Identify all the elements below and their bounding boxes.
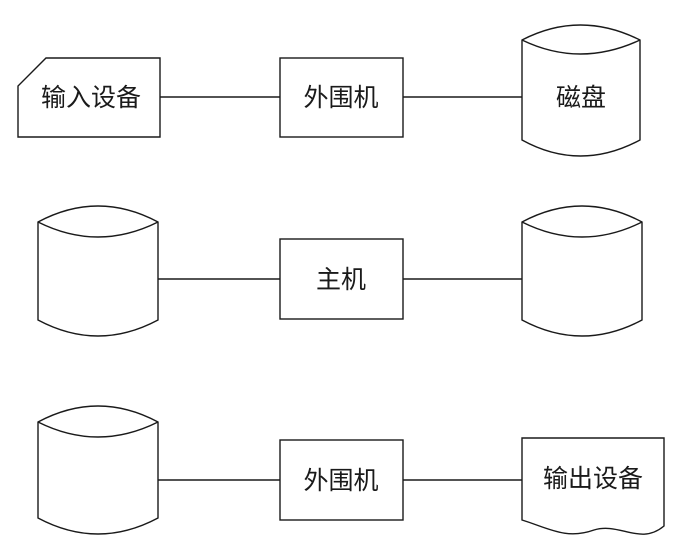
disk-label: 磁盘 [556, 83, 606, 112]
output-device-label: 输出设备 [543, 464, 643, 493]
host-label: 主机 [316, 265, 366, 294]
storage-cylinder-left-2 [37, 205, 159, 337]
row-1: 输入设备 外围机 磁盘 [17, 24, 641, 157]
peripheral-box-2: 外围机 [279, 439, 404, 521]
storage-cylinder-left-3 [37, 405, 159, 535]
disk-cylinder: 磁盘 [521, 24, 641, 157]
peripheral-label-2: 外围机 [303, 466, 378, 495]
output-document: 输出设备 [521, 437, 665, 535]
input-device-card: 输入设备 [17, 57, 161, 138]
host-box: 主机 [279, 238, 404, 320]
peripheral-box-1: 外围机 [279, 57, 404, 138]
peripheral-label-1: 外围机 [303, 83, 378, 112]
row-2: 主机 [37, 205, 643, 337]
row-3: 外围机 输出设备 [37, 405, 665, 535]
input-device-label: 输入设备 [41, 83, 141, 112]
storage-cylinder-right-2 [521, 205, 643, 337]
